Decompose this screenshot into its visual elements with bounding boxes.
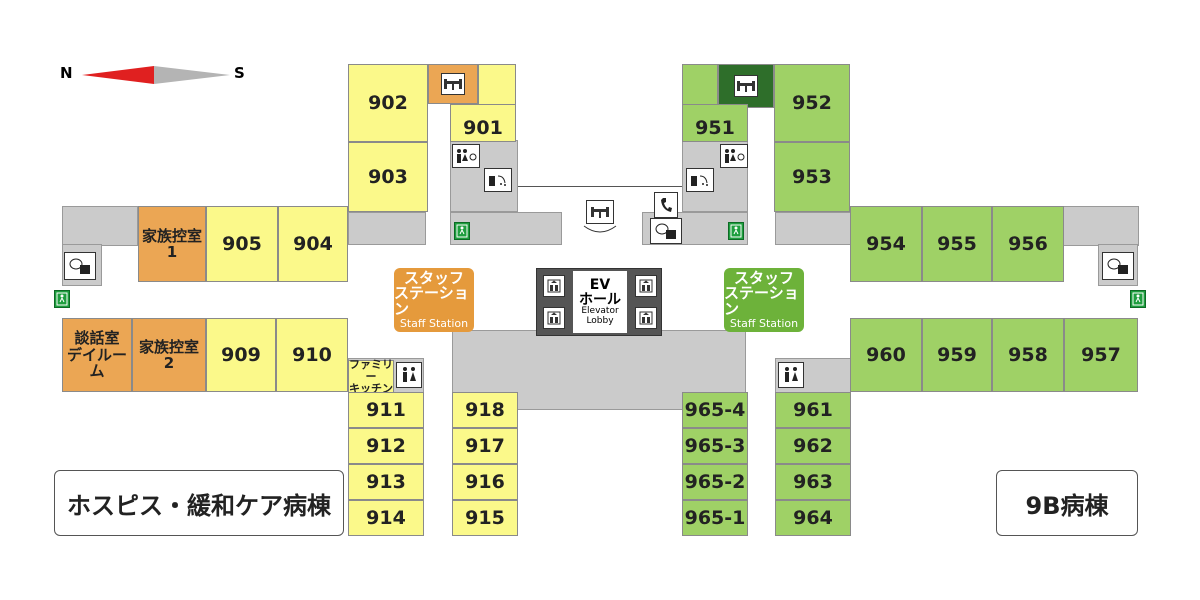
family-kitchen-sublabel: キッチン xyxy=(349,382,393,396)
laundry-icon xyxy=(650,218,682,244)
staff-station-9b[interactable]: スタッフ ステーション Staff Station xyxy=(724,268,804,332)
shower-icon xyxy=(686,168,714,192)
hall-label: ホール xyxy=(579,291,621,308)
south-label: S xyxy=(234,64,245,82)
emergency-exit-icon xyxy=(728,222,744,240)
room-910[interactable]: 910 xyxy=(276,318,348,392)
room-961[interactable]: 961 xyxy=(775,392,851,428)
emergency-exit-icon xyxy=(454,222,470,240)
room-963[interactable]: 963 xyxy=(775,464,851,500)
restroom-icon xyxy=(396,362,422,388)
room-951-upper xyxy=(682,64,718,104)
restroom-icon xyxy=(778,362,804,388)
room-965-4[interactable]: 965-4 xyxy=(682,392,748,428)
staff-station-hospice[interactable]: スタッフ ステーション Staff Station xyxy=(394,268,474,332)
room-955[interactable]: 955 xyxy=(922,206,992,282)
lobby-en-label: Lobby xyxy=(586,315,614,326)
north-label: N xyxy=(60,64,73,82)
restroom-icon xyxy=(720,144,748,168)
room-965-3[interactable]: 965-3 xyxy=(682,428,748,464)
staff-station-en-label: Staff Station xyxy=(729,316,799,330)
staff-station-label: スタッフ xyxy=(403,268,464,287)
room-951[interactable]: 951 xyxy=(682,104,748,142)
family-waiting-2-label: 家族控室 xyxy=(138,337,199,356)
laundry-icon xyxy=(64,252,96,280)
shower-icon xyxy=(484,168,512,192)
room-901-upper xyxy=(478,64,516,104)
laundry-icon xyxy=(1102,252,1134,280)
corridor-west-block xyxy=(348,212,426,245)
room-909[interactable]: 909 xyxy=(206,318,276,392)
room-956[interactable]: 956 xyxy=(992,206,1064,282)
consultation-icon xyxy=(586,200,614,224)
room-954[interactable]: 954 xyxy=(850,206,922,282)
consultation-icon xyxy=(441,73,465,95)
family-waiting-room-1[interactable]: 家族控室 1 xyxy=(138,206,206,282)
room-903[interactable]: 903 xyxy=(348,142,428,212)
room-962[interactable]: 962 xyxy=(775,428,851,464)
elevator-icon xyxy=(543,275,565,297)
room-952[interactable]: 952 xyxy=(774,64,850,142)
family-kitchen-label: ファミリー xyxy=(349,357,393,383)
room-957[interactable]: 957 xyxy=(1064,318,1138,392)
room-918[interactable]: 918 xyxy=(452,392,518,428)
family-waiting-1-label: 家族控室 xyxy=(141,226,202,245)
dayroom[interactable]: 談話室 デイルーム xyxy=(62,318,132,392)
phone-icon xyxy=(654,192,678,218)
elevator-lobby-label-box: EV ホール Elevator Lobby xyxy=(573,271,627,333)
room-960[interactable]: 960 xyxy=(850,318,922,392)
dayroom-sublabel: デイルーム xyxy=(66,345,127,381)
elevator-en-label: Elevator xyxy=(581,306,619,317)
room-915[interactable]: 915 xyxy=(452,500,518,536)
compass-arrow-icon xyxy=(82,66,230,84)
room-902[interactable]: 902 xyxy=(348,64,428,142)
ev-label: EV xyxy=(589,276,611,293)
family-waiting-room-2[interactable]: 家族控室 2 xyxy=(132,318,206,392)
elevator-lobby[interactable]: EV ホール Elevator Lobby xyxy=(536,268,662,336)
room-958[interactable]: 958 xyxy=(992,318,1064,392)
staff-station-label: スタッフ xyxy=(733,268,794,287)
elevator-icon xyxy=(635,275,657,297)
family-waiting-2-number: 2 xyxy=(163,354,175,372)
room-911[interactable]: 911 xyxy=(348,392,424,428)
compass: N S xyxy=(60,62,260,88)
room-904[interactable]: 904 xyxy=(278,206,348,282)
dayroom-label: 談話室 xyxy=(74,329,120,348)
family-kitchen[interactable]: ファミリー キッチン xyxy=(348,357,394,396)
room-965-2[interactable]: 965-2 xyxy=(682,464,748,500)
corridor-east-end xyxy=(1063,206,1139,246)
seating-arc xyxy=(583,225,617,233)
family-waiting-1-number: 1 xyxy=(166,243,178,261)
staff-station-label: ステーション xyxy=(724,284,799,319)
restroom-icon xyxy=(452,144,480,168)
corridor-west-end xyxy=(62,206,138,246)
corridor-east-block xyxy=(775,212,851,245)
room-914[interactable]: 914 xyxy=(348,500,424,536)
room-913[interactable]: 913 xyxy=(348,464,424,500)
room-953[interactable]: 953 xyxy=(774,142,850,212)
staff-station-label: ステーション xyxy=(394,284,469,319)
room-959[interactable]: 959 xyxy=(922,318,992,392)
ward-label-hospice: ホスピス・緩和ケア病棟 xyxy=(54,470,344,536)
consultation-room-east[interactable] xyxy=(718,64,774,108)
consultation-icon xyxy=(734,75,758,97)
room-964[interactable]: 964 xyxy=(775,500,851,536)
room-901[interactable]: 901 xyxy=(450,104,516,142)
emergency-exit-icon xyxy=(1130,290,1146,308)
elevator-icon xyxy=(635,307,657,329)
corridor-line xyxy=(518,186,682,187)
room-917[interactable]: 917 xyxy=(452,428,518,464)
room-916[interactable]: 916 xyxy=(452,464,518,500)
elevator-icon xyxy=(543,307,565,329)
staff-station-en-label: Staff Station xyxy=(399,316,469,330)
ward-label-9b: 9B病棟 xyxy=(996,470,1138,536)
room-905[interactable]: 905 xyxy=(206,206,278,282)
consultation-room-west[interactable] xyxy=(428,64,478,104)
room-965-1[interactable]: 965-1 xyxy=(682,500,748,536)
emergency-exit-icon xyxy=(54,290,70,308)
room-912[interactable]: 912 xyxy=(348,428,424,464)
